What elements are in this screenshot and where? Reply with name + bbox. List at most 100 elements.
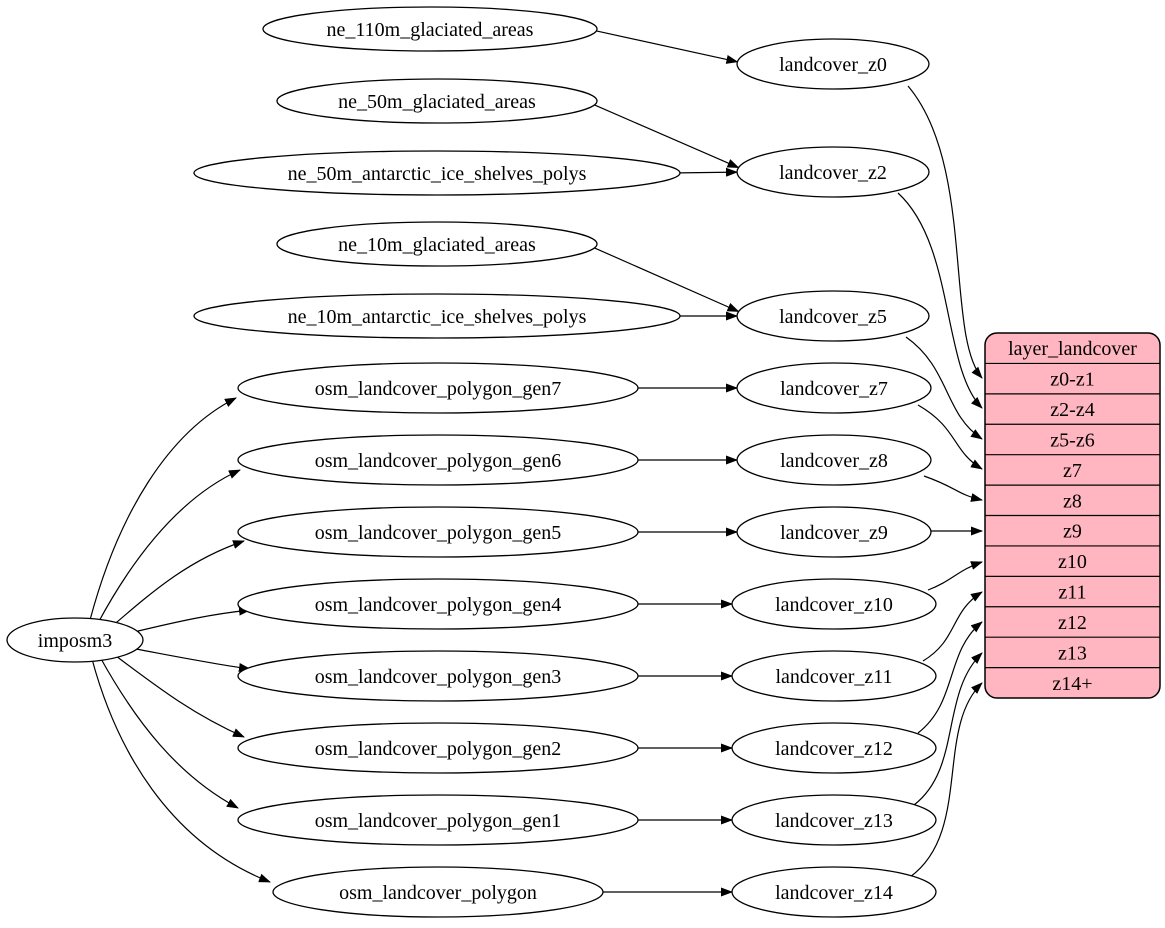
node-label-landcover_z9: landcover_z9 (780, 522, 888, 544)
node-label-ne_10m_glaciated_areas: ne_10m_glaciated_areas (338, 234, 536, 256)
edge-imposm3-to-osm_landcover_polygon_gen2 (111, 652, 245, 738)
table-title: layer_landcover (1008, 338, 1137, 360)
node-ellipse-ne_50m_glaciated_areas (276, 78, 598, 124)
edge-layer (89, 30, 983, 897)
node-osm_landcover_polygon_gen6: osm_landcover_polygon_gen6 (237, 434, 639, 486)
node-ellipse-landcover_z13 (731, 794, 937, 846)
node-ellipse-ne_10m_glaciated_areas (276, 221, 598, 267)
table-row-z12: z12 (1058, 612, 1087, 634)
node-landcover_z14: landcover_z14 (731, 866, 937, 918)
node-label-osm_landcover_polygon_gen2: osm_landcover_polygon_gen2 (315, 738, 562, 760)
edge-ne_50m_antarctic_ice_shelves_polys-to-landcover_z2 (679, 167, 738, 177)
node-ne_110m_glaciated_areas: ne_110m_glaciated_areas (262, 6, 598, 52)
edge-ne_110m_glaciated_areas-to-landcover_z0 (596, 30, 739, 64)
node-ne_10m_antarctic_ice_shelves_polys: ne_10m_antarctic_ice_shelves_polys (193, 293, 681, 339)
node-label-ne_50m_antarctic_ice_shelves_polys: ne_50m_antarctic_ice_shelves_polys (288, 163, 587, 185)
edge-imposm3-to-osm_landcover_polygon_gen1 (99, 656, 239, 809)
node-ellipse-ne_50m_antarctic_ice_shelves_polys (193, 150, 681, 196)
node-landcover_z10: landcover_z10 (731, 578, 937, 630)
node-label-ne_110m_glaciated_areas: ne_110m_glaciated_areas (327, 19, 534, 41)
node-ellipse-landcover_z5 (736, 290, 930, 342)
node-landcover_z13: landcover_z13 (731, 794, 937, 846)
node-ne_50m_antarctic_ice_shelves_polys: ne_50m_antarctic_ice_shelves_polys (193, 150, 681, 196)
node-label-landcover_z12: landcover_z12 (775, 738, 893, 760)
table-layer_landcover: layer_landcoverz0-z1z2-z4z5-z6z7z8z9z10z… (984, 332, 1161, 699)
node-label-ne_10m_antarctic_ice_shelves_polys: ne_10m_antarctic_ice_shelves_polys (288, 306, 587, 328)
node-ellipse-landcover_z0 (736, 38, 930, 90)
node-label-imposm3: imposm3 (38, 630, 112, 652)
node-ellipse-landcover_z8 (736, 434, 932, 486)
node-ellipse-imposm3 (6, 617, 144, 663)
edge-ne_10m_glaciated_areas-to-landcover_z5 (594, 247, 740, 313)
edge-landcover_z0-to-layer_landcover-z0-z1 (907, 85, 983, 379)
node-ne_10m_glaciated_areas: ne_10m_glaciated_areas (276, 221, 598, 267)
node-landcover_z5: landcover_z5 (736, 290, 930, 342)
edge-landcover_z11-to-layer_landcover-z11 (922, 591, 983, 662)
table-row-z11: z11 (1058, 582, 1086, 604)
node-landcover_z9: landcover_z9 (736, 506, 932, 558)
node-ellipse-osm_landcover_polygon_gen4 (237, 578, 639, 630)
node-label-landcover_z5: landcover_z5 (779, 306, 887, 328)
table-row-z13: z13 (1058, 642, 1087, 664)
node-landcover_z8: landcover_z8 (736, 434, 932, 486)
node-landcover_z12: landcover_z12 (731, 722, 937, 774)
edge-landcover_z8-to-layer_landcover-z8 (923, 475, 983, 502)
node-label-osm_landcover_polygon_gen5: osm_landcover_polygon_gen5 (315, 522, 562, 544)
edge-imposm3-to-osm_landcover_polygon_gen4 (133, 606, 251, 633)
node-ellipse-landcover_z9 (736, 506, 932, 558)
edge-landcover_z10-to-layer_landcover-z10 (927, 561, 983, 591)
node-ellipse-osm_landcover_polygon_gen5 (237, 506, 639, 558)
edge-imposm3-to-osm_landcover_polygon_gen5 (109, 540, 245, 629)
node-layer: imposm3 ne_110m_glaciated_areas ne_50m_gla… (6, 6, 937, 918)
node-label-landcover_z13: landcover_z13 (775, 810, 893, 832)
node-label-landcover_z8: landcover_z8 (780, 450, 888, 472)
table-row-z5-z6: z5-z6 (1050, 429, 1094, 451)
edge-landcover_z7-to-layer_landcover-z7 (917, 404, 983, 470)
node-label-landcover_z10: landcover_z10 (775, 594, 893, 616)
node-ellipse-ne_10m_antarctic_ice_shelves_polys (193, 293, 681, 339)
node-osm_landcover_polygon_gen1: osm_landcover_polygon_gen1 (237, 794, 639, 846)
node-label-landcover_z14: landcover_z14 (775, 882, 893, 904)
node-label-osm_landcover_polygon_gen1: osm_landcover_polygon_gen1 (315, 810, 562, 832)
table-row-z2-z4: z2-z4 (1050, 399, 1094, 421)
edge-imposm3-to-osm_landcover_polygon_gen3 (135, 648, 251, 672)
node-label-landcover_z7: landcover_z7 (780, 378, 888, 400)
node-ellipse-landcover_z11 (731, 650, 937, 702)
node-osm_landcover_polygon_gen2: osm_landcover_polygon_gen2 (237, 722, 639, 774)
edge-landcover_z2-to-layer_landcover-z2-z4 (897, 192, 983, 409)
table-row-z7: z7 (1063, 460, 1082, 482)
table-row-z9: z9 (1063, 521, 1082, 543)
node-label-osm_landcover_polygon_gen3: osm_landcover_polygon_gen3 (315, 666, 562, 688)
edge-imposm3-to-osm_landcover_polygon_gen7 (89, 397, 237, 621)
node-ellipse-osm_landcover_polygon_gen2 (237, 722, 639, 774)
edge-imposm3-to-osm_landcover_polygon_gen6 (97, 469, 241, 624)
edge-landcover_z5-to-layer_landcover-z5-z6 (905, 336, 983, 440)
table-row-z8: z8 (1063, 490, 1082, 512)
node-ellipse-landcover_z7 (736, 362, 932, 414)
node-label-osm_landcover_polygon: osm_landcover_polygon (339, 882, 537, 904)
node-ellipse-osm_landcover_polygon_gen7 (237, 362, 639, 414)
node-label-ne_50m_glaciated_areas: ne_50m_glaciated_areas (338, 91, 536, 113)
node-osm_landcover_polygon: osm_landcover_polygon (272, 866, 604, 918)
node-ellipse-landcover_z10 (731, 578, 937, 630)
table-row-z14+: z14+ (1052, 673, 1092, 695)
node-osm_landcover_polygon_gen4: osm_landcover_polygon_gen4 (237, 578, 639, 630)
node-ellipse-landcover_z2 (736, 146, 930, 198)
edge-landcover_z12-to-layer_landcover-z12 (917, 621, 983, 734)
node-label-osm_landcover_polygon_gen4: osm_landcover_polygon_gen4 (315, 594, 562, 616)
node-osm_landcover_polygon_gen7: osm_landcover_polygon_gen7 (237, 362, 639, 414)
node-ellipse-osm_landcover_polygon_gen1 (237, 794, 639, 846)
node-label-osm_landcover_polygon_gen6: osm_landcover_polygon_gen6 (315, 450, 562, 472)
edge-imposm3-to-osm_landcover_polygon (91, 658, 271, 883)
node-landcover_z0: landcover_z0 (736, 38, 930, 90)
table-row-z10: z10 (1058, 551, 1087, 573)
node-ellipse-osm_landcover_polygon_gen3 (237, 650, 639, 702)
node-label-landcover_z2: landcover_z2 (779, 162, 887, 184)
node-osm_landcover_polygon_gen5: osm_landcover_polygon_gen5 (237, 506, 639, 558)
edge-ne_50m_glaciated_areas-to-landcover_z2 (594, 104, 740, 169)
node-ne_50m_glaciated_areas: ne_50m_glaciated_areas (276, 78, 598, 124)
edge-landcover_z13-to-layer_landcover-z13 (913, 652, 983, 806)
node-landcover_z11: landcover_z11 (731, 650, 937, 702)
